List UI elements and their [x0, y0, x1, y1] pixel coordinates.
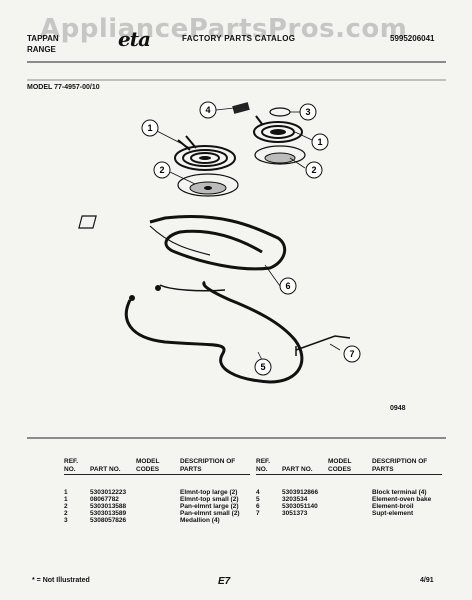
table-row: 2 5303013589 Pan-elmnt small (2) — [64, 510, 250, 517]
callout-label: 1 — [317, 137, 322, 147]
table-row: 2 5303013588 Pan-elmnt large (2) — [64, 503, 250, 510]
watermark: AppliancePartsPros.com — [40, 14, 408, 44]
desc-cell: Pan-elmnt small (2) — [180, 510, 240, 517]
ref-cell: 4 — [256, 489, 260, 496]
part-cell: 08067782 — [90, 496, 119, 503]
model-cell — [328, 510, 372, 517]
callout-4: 4 — [199, 101, 217, 119]
drip-pan-small — [254, 145, 306, 165]
terminal-block — [232, 102, 250, 114]
callout-2-right: 2 — [305, 161, 323, 179]
callout-label: 3 — [305, 107, 310, 117]
callout-label: 7 — [349, 349, 354, 359]
callout-label: 2 — [159, 165, 164, 175]
col-part: PART NO. — [90, 458, 136, 475]
revision-date: 4/91 — [420, 577, 434, 584]
callout-label: 6 — [285, 281, 290, 291]
ref-cell: 1 — [64, 496, 68, 503]
not-illustrated-note: * = Not Illustrated — [32, 577, 90, 584]
element-support — [295, 335, 351, 356]
table-row: 5 3203534 Element-oven bake — [256, 496, 442, 503]
leader-lines — [154, 107, 341, 361]
table-row: 1 08067782 Elmnt-top small (2) — [64, 496, 250, 503]
callout-7: 7 — [343, 345, 361, 363]
callout-label: 2 — [311, 165, 316, 175]
desc-cell: Element-broil — [372, 503, 414, 510]
catalog-number: 5995206041 — [390, 34, 435, 43]
table-header-row: REF. NO. PART NO. MODEL CODES DESCRIPTIO… — [256, 458, 442, 475]
top-element-large — [174, 135, 236, 171]
desc-cell: Block terminal (4) — [372, 489, 427, 496]
model-number: MODEL 77-4957-00/10 — [27, 84, 100, 91]
ref-cell: 7 — [256, 510, 260, 517]
col-desc: DESCRIPTION OF PARTS — [180, 458, 250, 475]
callout-label: 1 — [147, 123, 152, 133]
desc-cell: Pan-elmnt large (2) — [180, 503, 239, 510]
ref-cell: 5 — [256, 496, 260, 503]
part-cell: 5303013589 — [90, 510, 127, 517]
table-row: 3 5308057826 Medallion (4) — [64, 517, 250, 524]
medallion — [269, 107, 291, 117]
desc-cell: Supt-element — [372, 510, 414, 517]
callout-6: 6 — [279, 277, 297, 295]
drip-pan-large — [177, 173, 239, 197]
ref-cell: 2 — [64, 503, 68, 510]
desc-cell: Medallion (4) — [180, 517, 220, 524]
parts-table-left: REF. NO. PART NO. MODEL CODES DESCRIPTIO… — [64, 458, 250, 524]
col-part: PART NO. — [282, 458, 328, 475]
callout-label: 4 — [205, 105, 210, 115]
ref-cell: 1 — [64, 489, 68, 496]
part-cell: 5303012223 — [90, 489, 127, 496]
part-cell: 3051373 — [282, 510, 308, 517]
col-ref: REF. NO. — [64, 458, 90, 475]
model-cell — [136, 489, 180, 496]
desc-cell: Elmnt-top large (2) — [180, 489, 238, 496]
callout-2-left: 2 — [153, 161, 171, 179]
figure-code: 0948 — [390, 405, 406, 412]
desc-cell: Element-oven bake — [372, 496, 432, 503]
callout-5: 5 — [254, 358, 272, 376]
col-ref: REF. NO. — [256, 458, 282, 475]
ref-cell: 6 — [256, 503, 260, 510]
part-cell: 5303013588 — [90, 503, 127, 510]
ref-cell: 3 — [64, 517, 68, 524]
col-model: MODEL CODES — [136, 458, 180, 475]
product-type: RANGE — [27, 45, 56, 54]
brand-block: TAPPAN RANGE — [27, 33, 59, 55]
model-cell — [136, 496, 180, 503]
model-cell — [136, 510, 180, 517]
model-cell — [136, 517, 180, 524]
parts-table-right: REF. NO. PART NO. MODEL CODES DESCRIPTIO… — [256, 458, 442, 517]
part-cell: 3203534 — [282, 496, 308, 503]
table-row: 4 5303912866 Block terminal (4) — [256, 489, 442, 496]
callout-3: 3 — [299, 103, 317, 121]
part-cell: 5308057826 — [90, 517, 127, 524]
model-cell — [328, 496, 372, 503]
part-cell: 5303912866 — [282, 489, 319, 496]
part-cell: 5303051140 — [282, 503, 318, 510]
catalog-title: FACTORY PARTS CATALOG — [182, 34, 296, 43]
table-row: 7 3051373 Supt-element — [256, 510, 442, 517]
model-cell — [136, 503, 180, 510]
table-header-row: REF. NO. PART NO. MODEL CODES DESCRIPTIO… — [64, 458, 250, 475]
exploded-diagram: 1 1 2 2 3 4 5 6 — [27, 61, 446, 439]
brand-name: TAPPAN — [27, 34, 59, 43]
col-desc: DESCRIPTION OF PARTS — [372, 458, 442, 475]
ref-cell: 2 — [64, 510, 68, 517]
callout-1-right: 1 — [311, 133, 329, 151]
logo: eta — [118, 27, 151, 51]
model-cell — [328, 503, 372, 510]
callout-1-left: 1 — [141, 119, 159, 137]
bake-element — [124, 280, 304, 384]
table-row: 1 5303012223 Elmnt-top large (2) — [64, 489, 250, 496]
top-element-small — [253, 115, 303, 143]
callout-label: 5 — [260, 362, 265, 372]
col-model: MODEL CODES — [328, 458, 372, 475]
desc-cell: Elmnt-top small (2) — [180, 496, 239, 503]
table-row: 6 5303051140 Element-broil — [256, 503, 442, 510]
page-number: E7 — [218, 576, 231, 587]
model-cell — [328, 489, 372, 496]
broil-element — [78, 214, 287, 271]
